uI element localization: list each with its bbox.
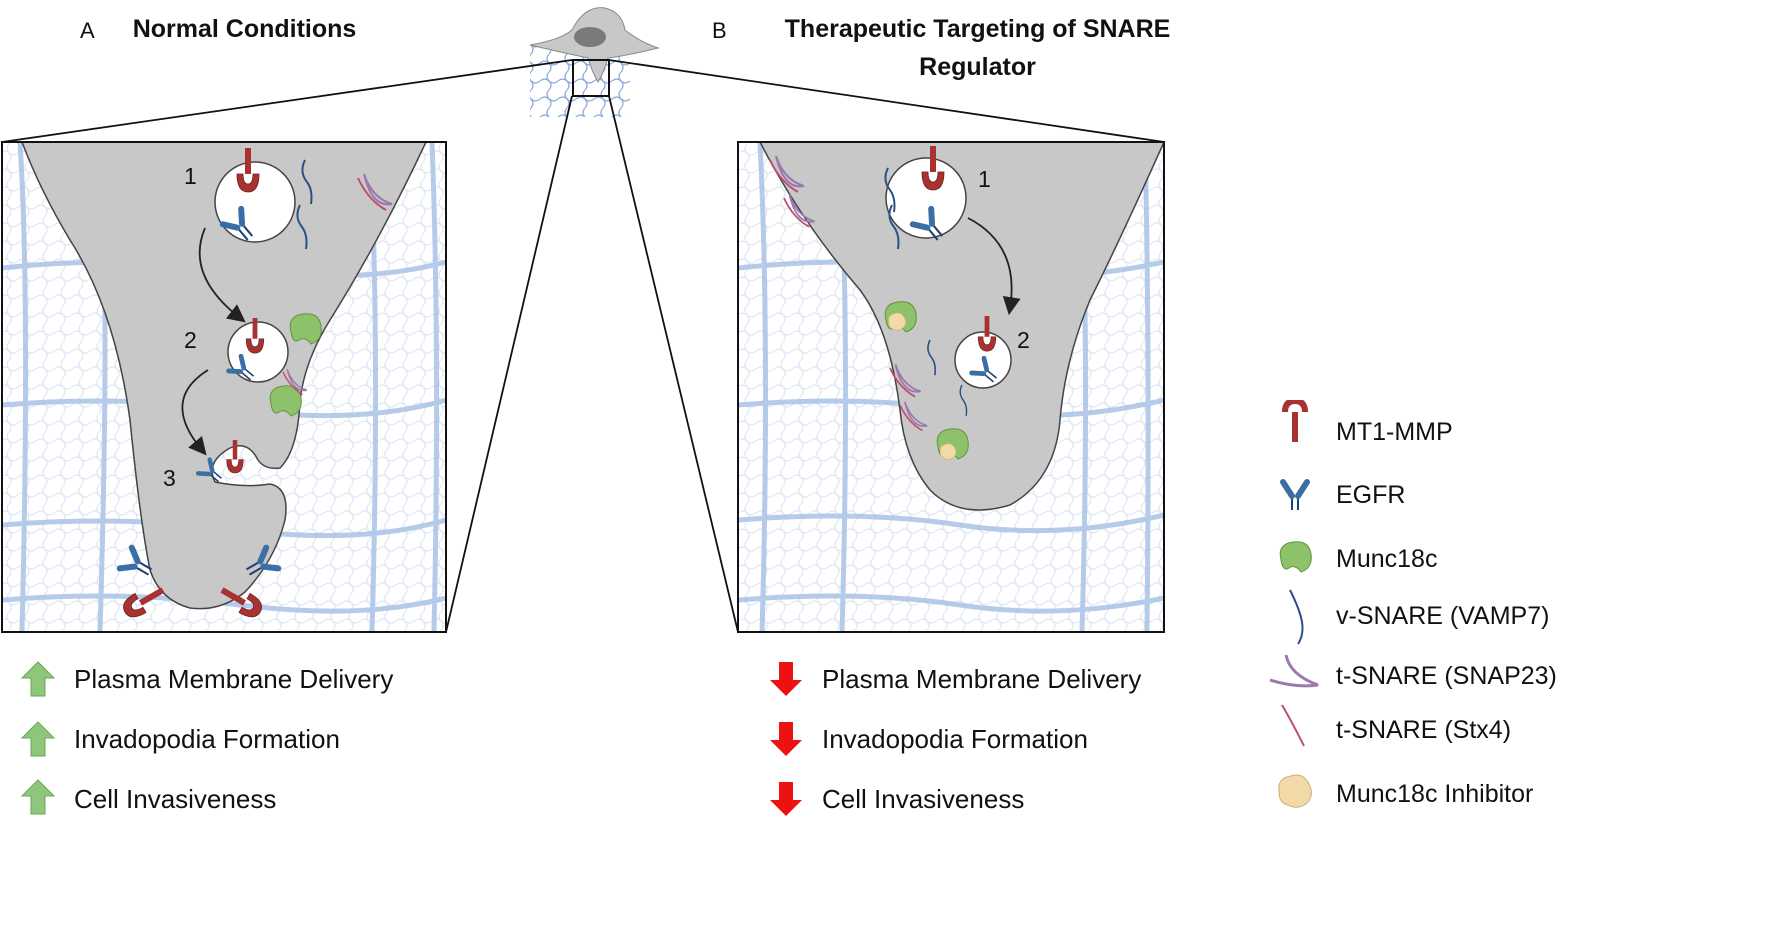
legend-icons [1269,400,1319,808]
panel-a-diagram [1,141,447,633]
legend-label: Munc18c [1336,545,1438,573]
legend-label: EGFR [1336,481,1406,509]
down-arrow-icons [770,662,802,816]
panel-a-title: Normal Conditions [132,15,357,43]
munc18c-icon [1279,541,1312,573]
panel-b-letter: B [712,18,727,43]
legend-label: MT1-MMP [1336,418,1453,446]
panel-a-letter: A [80,18,95,43]
legend-label: t-SNARE (Stx4) [1336,716,1512,744]
step-label: 1 [184,163,197,189]
panel-b-title: Therapeutic Targeting of SNARE Regulator [784,15,1171,81]
zoom-lines [1,59,1165,633]
mt1-mmp-icon [1282,400,1308,442]
effect-label: Plasma Membrane Delivery [74,664,394,694]
legend-label: v-SNARE (VAMP7) [1336,602,1550,630]
egfr-icon [1280,479,1310,510]
source-cell-icon [529,7,660,117]
snap23-icon [1269,654,1319,688]
up-arrow-icons [20,661,56,815]
step-label: 2 [1017,327,1030,353]
effect-label: Cell Invasiveness [822,784,1025,814]
effect-label: Invadopodia Formation [74,724,340,754]
inhibitor-icon [1278,774,1312,808]
step-label: 2 [184,327,197,353]
effect-label: Cell Invasiveness [74,784,277,814]
stx4-icon [1281,704,1305,747]
effect-label: Plasma Membrane Delivery [822,664,1142,694]
step-label: 1 [978,166,991,192]
v-snare-icon [1289,589,1304,645]
legend-label: Munc18c Inhibitor [1336,780,1534,808]
step-label: 3 [163,465,176,491]
legend-label: t-SNARE (SNAP23) [1336,662,1557,690]
panel-b-diagram [737,141,1165,633]
effect-label: Invadopodia Formation [822,724,1088,754]
